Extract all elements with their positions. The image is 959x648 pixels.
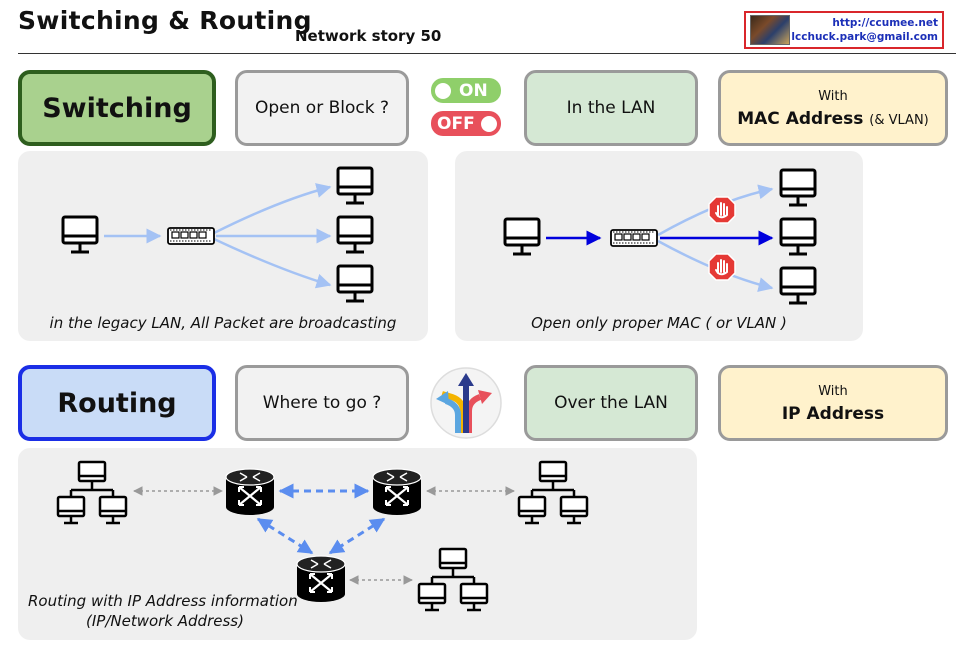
legacy-target-pc-icon: [336, 264, 374, 303]
routing-with-box: With IP Address: [718, 365, 948, 441]
switched-target-pc-icon: [779, 168, 817, 207]
toggle-off-knob: [480, 115, 497, 132]
legacy-target-pc-icon: [336, 215, 374, 254]
switching-address-note: (& VLAN): [869, 112, 929, 128]
toggle-on-knob: [435, 82, 451, 99]
switching-hero-label: Switching: [42, 92, 192, 124]
lan-switch-icon: [610, 229, 658, 247]
routing-hero-box: Routing: [18, 365, 216, 441]
switched-arrows: [546, 184, 774, 292]
routing-hero-label: Routing: [57, 387, 177, 419]
router-router-links: [256, 483, 386, 555]
switched-lan-caption: Open only proper MAC ( or VLAN ): [531, 314, 787, 332]
switched-target-pc-icon: [779, 217, 817, 256]
routing-caption: Routing with IP Address information (IP/…: [28, 591, 298, 631]
switched-target-pc-icon: [779, 266, 817, 305]
switching-with-box: With MAC Address (& VLAN): [718, 70, 948, 146]
lan-network-icon: [56, 460, 128, 525]
contact-card: http://ccumee.net lcchuck.park@gmail.com: [744, 11, 944, 49]
switched-lan-diagram: [503, 168, 817, 305]
page-title: Switching & Routing: [18, 6, 312, 35]
block-hand-icon: [708, 196, 736, 224]
title-divider: [18, 53, 956, 54]
contact-email-link[interactable]: lcchuck.park@gmail.com: [791, 31, 938, 43]
legacy-target-pc-icon: [336, 166, 374, 205]
router-icon: [371, 467, 423, 517]
toggle-on-label: ON: [459, 80, 488, 101]
legacy-arrows: [104, 183, 332, 289]
routing-with-label: With: [818, 384, 848, 399]
switching-question-label: Open or Block ?: [254, 98, 389, 118]
switching-address-label: MAC Address: [737, 108, 864, 129]
block-hand-icon: [708, 253, 736, 281]
router-icon: [224, 467, 276, 517]
contact-text: http://ccumee.net lcchuck.park@gmail.com: [790, 16, 938, 44]
legacy-lan-diagram: [61, 166, 374, 303]
routing-caption-line2: (IP/Network Address): [86, 612, 244, 630]
toggle-off-pill: OFF: [431, 111, 501, 136]
routing-diagram: [56, 460, 589, 612]
route-direction-icon: [430, 367, 502, 439]
routing-question-label: Where to go ?: [262, 393, 382, 413]
legacy-lan-caption: in the legacy LAN, All Packet are broadc…: [49, 314, 397, 332]
switching-with-label: With: [818, 88, 848, 104]
switched-source-pc-icon: [503, 217, 541, 256]
switching-address-line: MAC Address (& VLAN): [737, 108, 929, 132]
contact-url-link[interactable]: http://ccumee.net: [832, 17, 938, 29]
toggle-off-label: OFF: [437, 113, 475, 134]
legacy-hub-icon: [167, 227, 215, 245]
switching-hero-box: Switching: [18, 70, 216, 146]
routing-question-box: Where to go ?: [235, 365, 409, 441]
switching-question-box: Open or Block ?: [235, 70, 409, 146]
lan-network-icon: [417, 547, 489, 612]
page-subtitle: Network story 50: [295, 27, 442, 45]
switching-scope-box: In the LAN: [524, 70, 698, 146]
legacy-source-pc-icon: [61, 215, 99, 254]
avatar: [750, 15, 790, 45]
routing-scope-label: Over the LAN: [554, 393, 668, 413]
routing-scope-box: Over the LAN: [524, 365, 698, 441]
lan-router-links: [133, 486, 515, 585]
toggle-on-pill: ON: [431, 78, 501, 103]
routing-address-label: IP Address: [781, 404, 885, 424]
switching-scope-label: In the LAN: [566, 98, 656, 118]
lan-network-icon: [517, 460, 589, 525]
routing-caption-line1: Routing with IP Address information: [28, 592, 298, 610]
router-icon: [295, 554, 347, 604]
